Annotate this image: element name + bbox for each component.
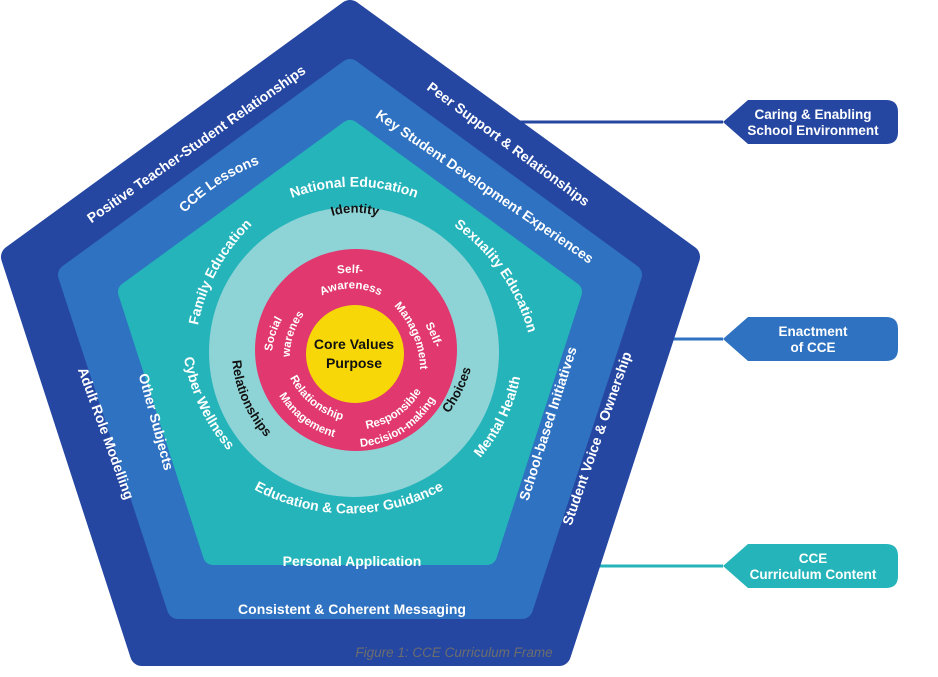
callout-environment-shape bbox=[723, 100, 898, 144]
callout-enactment-shape bbox=[723, 317, 898, 361]
consistent-messaging-label: Consistent & Coherent Messaging bbox=[238, 601, 466, 617]
callout-content-line1: CCE bbox=[799, 551, 828, 566]
callout-content-line2: Curriculum Content bbox=[750, 567, 877, 582]
callout-enactment-line1: Enactment bbox=[778, 324, 848, 339]
self-awareness-label-2: Awareness bbox=[318, 279, 384, 298]
callout-environment: Caring & Enabling School Environment bbox=[723, 100, 898, 144]
figure-caption: Figure 1: CCE Curriculum Frame bbox=[355, 645, 552, 660]
callout-content: CCE Curriculum Content bbox=[723, 544, 898, 588]
purpose-label: Purpose bbox=[326, 355, 382, 371]
callout-enactment-line2: of CCE bbox=[791, 340, 836, 355]
personal-application-label: Personal Application bbox=[283, 553, 422, 569]
callout-enactment: Enactment of CCE bbox=[723, 317, 898, 361]
self-awareness-label: Self- bbox=[336, 264, 363, 277]
core-values-label: Core Values bbox=[314, 336, 394, 352]
callout-environment-line1: Caring & Enabling bbox=[754, 107, 871, 122]
callout-content-shape bbox=[723, 544, 898, 588]
callout-environment-line2: School Environment bbox=[747, 123, 879, 138]
core-circle bbox=[306, 305, 404, 403]
